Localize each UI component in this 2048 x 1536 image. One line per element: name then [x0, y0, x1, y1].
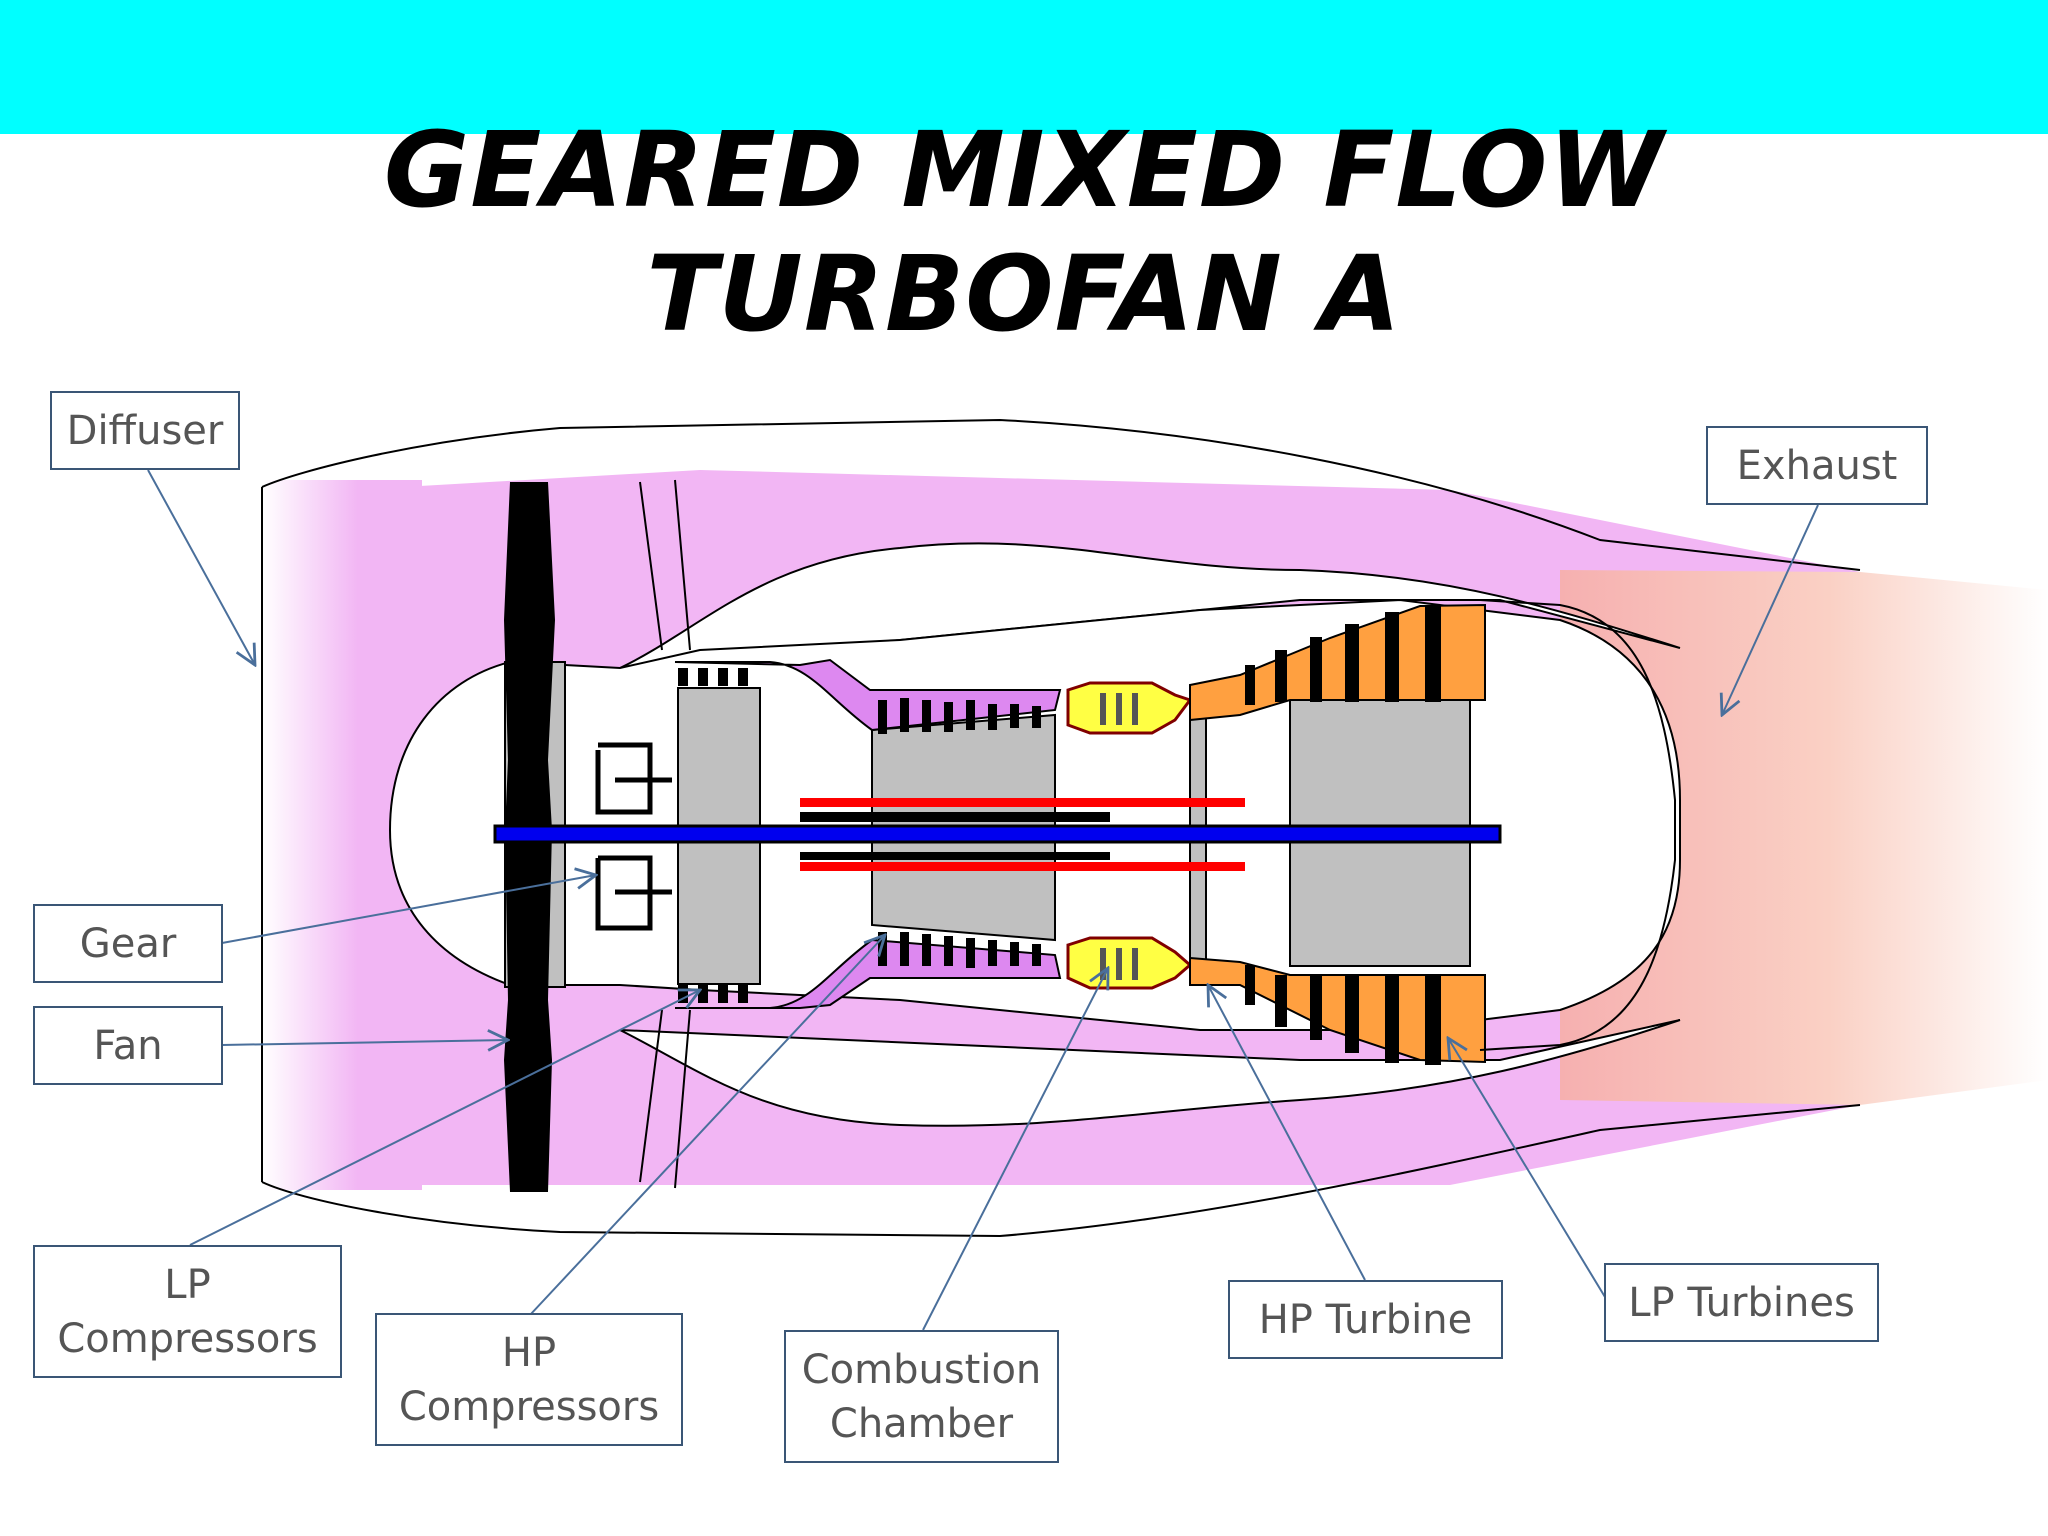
title-line-2: TURBOFAN A: [646, 233, 1402, 355]
arrow-combustion-chamber: [922, 968, 1108, 1331]
nacelle: [261, 418, 1861, 1238]
gearbox: [595, 742, 672, 931]
arrow-diffuser: [147, 469, 255, 665]
arrow-hp-compressors: [529, 935, 885, 1316]
label-diffuser: Diffuser: [50, 391, 240, 470]
hp-shaft-frame: [800, 812, 1110, 860]
title-line-1: GEARED MIXED FLOW: [383, 109, 1665, 231]
exhaust-plume: [1560, 570, 2048, 1105]
label-hp-compressors: HP Compressors: [375, 1313, 683, 1446]
label-lp-turbines: LP Turbines: [1604, 1263, 1879, 1342]
arrow-hp-turbine: [1208, 985, 1366, 1281]
fan-exit-vanes: [639, 479, 691, 1189]
arrow-gear: [221, 875, 596, 944]
hp-shaft-lower: [800, 862, 1245, 871]
label-fan: Fan: [33, 1006, 223, 1085]
bypass-inner-wall-upper: [619, 542, 1681, 669]
hp-shaft-upper: [800, 798, 1245, 807]
turbine-blades: [1245, 606, 1441, 1065]
label-lp-compressors: LP Compressors: [33, 1245, 342, 1378]
page-title: GEARED MIXED FLOW TURBOFAN A: [0, 108, 2048, 356]
arrow-fan: [221, 1040, 508, 1045]
header-band: [0, 0, 2048, 134]
pointer-arrows: [147, 469, 1819, 1331]
label-gear: Gear: [33, 904, 223, 983]
core-duct-upper: [674, 658, 1062, 732]
combustor-upper: [1066, 681, 1193, 735]
core-duct-lower: [675, 938, 1062, 1009]
tail-cone: [1479, 599, 1676, 1051]
arrow-lp-turbines: [1448, 1038, 1606, 1298]
label-combustion-chamber: Combustion Chamber: [784, 1330, 1059, 1463]
lp-shaft: [493, 824, 1502, 844]
arrow-exhaust: [1722, 504, 1819, 715]
label-hp-turbine: HP Turbine: [1228, 1280, 1503, 1359]
combustor-details: [1100, 693, 1138, 980]
arrow-lp-compressors: [189, 990, 700, 1246]
label-exhaust: Exhaust: [1706, 426, 1928, 505]
bypass-inner-wall-lower: [619, 1019, 1681, 1127]
